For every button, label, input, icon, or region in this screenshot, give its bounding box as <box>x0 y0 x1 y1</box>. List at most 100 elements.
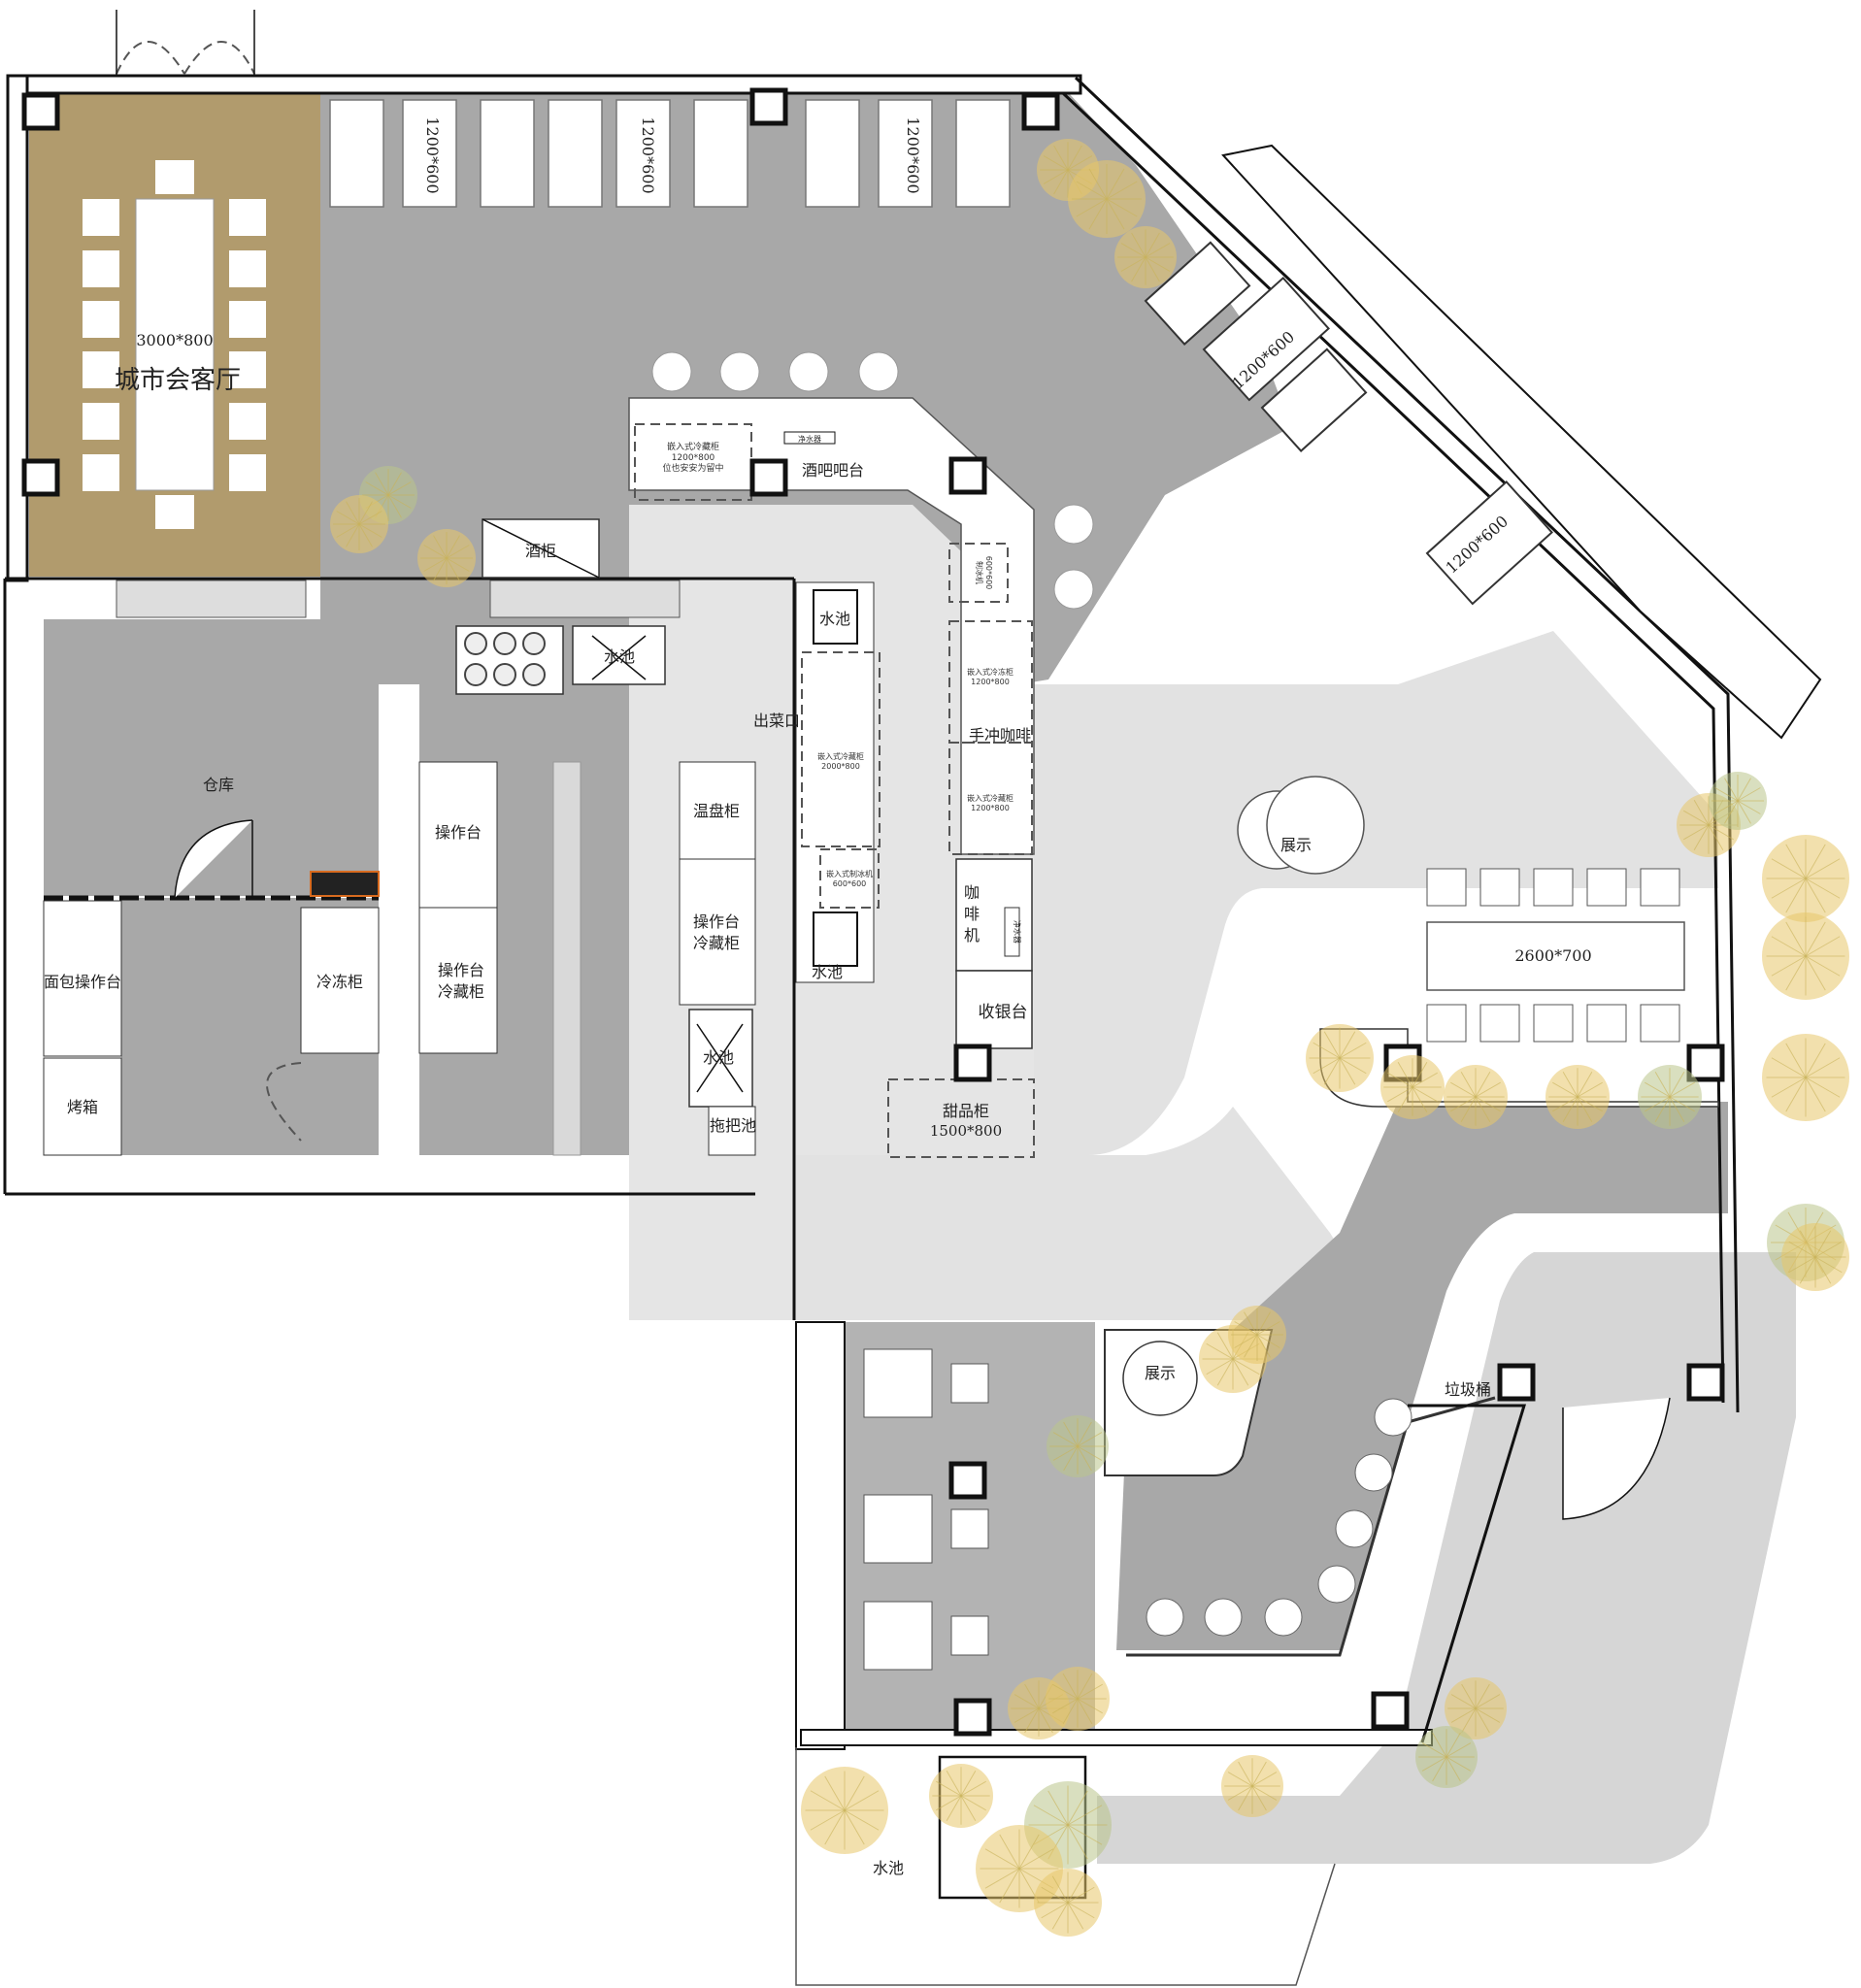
plant-leaf <box>1014 1694 1040 1709</box>
oven-label: 烤箱 <box>67 1098 98 1116</box>
plant-leaf <box>1018 1848 1054 1870</box>
bar-stool <box>1053 569 1094 610</box>
plant-leaf <box>375 472 389 496</box>
chair <box>83 301 119 338</box>
plant-leaf <box>1067 1824 1103 1845</box>
plant-leaf <box>946 1795 962 1821</box>
plant-leaf <box>1552 1081 1579 1098</box>
plant-leaf <box>810 1809 846 1831</box>
structural-column <box>953 1044 992 1082</box>
chair <box>83 351 119 388</box>
plant-leaf <box>1227 1772 1253 1787</box>
plant-leaf <box>1412 1086 1438 1103</box>
plant-leaf <box>1106 168 1125 200</box>
plant-leaf <box>1067 1886 1095 1904</box>
chair <box>1586 1004 1627 1043</box>
plant-leaf <box>387 494 412 509</box>
plant-leaf <box>984 1848 1020 1870</box>
fridge-1-size: 1200*800 <box>672 453 715 463</box>
plant-leaf <box>1067 145 1082 171</box>
booth-seat <box>480 99 535 208</box>
plant-leaf <box>1785 878 1807 913</box>
plant-leaf <box>1814 1241 1843 1258</box>
plant-leaf <box>1805 955 1841 977</box>
plant-leaf <box>1785 955 1807 991</box>
plant <box>929 1764 993 1828</box>
bar-stool <box>1053 504 1094 545</box>
mop-sink <box>708 1106 756 1156</box>
plant <box>1068 160 1146 238</box>
plant-leaf <box>1145 256 1171 272</box>
small-cabinet-label: 制冰机 <box>975 561 984 584</box>
plant-leaf <box>1387 1072 1413 1088</box>
plant-leaf <box>1562 1096 1579 1122</box>
plant-leaf <box>1737 787 1761 802</box>
plant-leaf <box>1460 1072 1477 1098</box>
plant-leaf <box>1805 921 1826 957</box>
wall-outer-top <box>6 74 1082 95</box>
chair <box>229 199 266 236</box>
plant-leaf <box>1014 1707 1040 1723</box>
plant-leaf <box>1771 878 1807 899</box>
plant-leaf <box>1088 168 1108 200</box>
staircase-outline <box>1221 144 1822 740</box>
ledge-wall <box>1408 1404 1527 1743</box>
chair <box>1640 1004 1680 1043</box>
plant-leaf <box>365 481 389 496</box>
plant-leaf <box>1067 1805 1103 1826</box>
plant-leaf <box>960 1795 986 1811</box>
plant-leaf <box>1577 1081 1603 1098</box>
chair <box>1533 1004 1574 1043</box>
plant-leaf <box>1412 1086 1428 1112</box>
chair <box>1533 868 1574 907</box>
bar-stool <box>1204 1598 1243 1637</box>
plant-leaf <box>1067 1875 1084 1904</box>
plant-leaf <box>1216 1332 1234 1360</box>
top-booths <box>329 99 1011 208</box>
bar-stool <box>1335 1509 1374 1548</box>
plant <box>1306 1024 1374 1092</box>
plant-leaf <box>1323 1057 1341 1085</box>
plant-leaf <box>1043 169 1069 184</box>
ice-maker-label: 嵌入式制冰机 <box>826 869 873 878</box>
structural-column <box>1371 1691 1410 1730</box>
plant-leaf <box>1256 1334 1271 1358</box>
plant-leaf <box>358 523 382 538</box>
chair <box>950 1363 989 1404</box>
fridge-2-label: 嵌入式冷藏柜 <box>817 751 864 761</box>
plant-leaf <box>387 494 402 518</box>
plant <box>1545 1065 1610 1129</box>
plant-leaf <box>1805 1043 1826 1078</box>
dessert-cabinet <box>887 1078 1035 1158</box>
plant <box>1034 1869 1102 1937</box>
burner <box>464 632 487 655</box>
plant-leaf <box>1339 1042 1367 1059</box>
display-2-circle <box>1122 1341 1198 1416</box>
plant-leaf <box>1216 1358 1234 1386</box>
plant-leaf <box>1397 1062 1413 1088</box>
display-circle <box>1266 776 1365 875</box>
coffee-machine-char: 机 <box>964 926 980 944</box>
plant-leaf <box>1785 844 1807 879</box>
sink-right-label: 水池 <box>703 1048 734 1067</box>
plant-leaf <box>446 557 460 581</box>
plant-leaf <box>1814 1230 1832 1258</box>
fridge-2 <box>801 651 881 847</box>
chair <box>229 454 266 491</box>
plant-leaf <box>1577 1096 1603 1112</box>
door-swing <box>116 41 185 75</box>
plant-leaf <box>346 523 360 547</box>
plant-leaf <box>1041 1902 1069 1919</box>
plant-leaf <box>1033 1805 1069 1826</box>
plant-leaf <box>1737 800 1751 824</box>
fridge-1-note: 位也安安为留中 <box>662 462 723 474</box>
small-cabinet <box>948 543 1009 603</box>
plant <box>1445 1677 1507 1740</box>
bar-stool <box>1354 1453 1393 1492</box>
square-table <box>863 1601 933 1671</box>
plant <box>1047 1415 1109 1477</box>
water-purifier-1 <box>783 431 836 445</box>
plant-leaf <box>1063 1421 1079 1447</box>
plant-leaf <box>1052 1683 1079 1700</box>
plant-leaf <box>446 535 460 559</box>
